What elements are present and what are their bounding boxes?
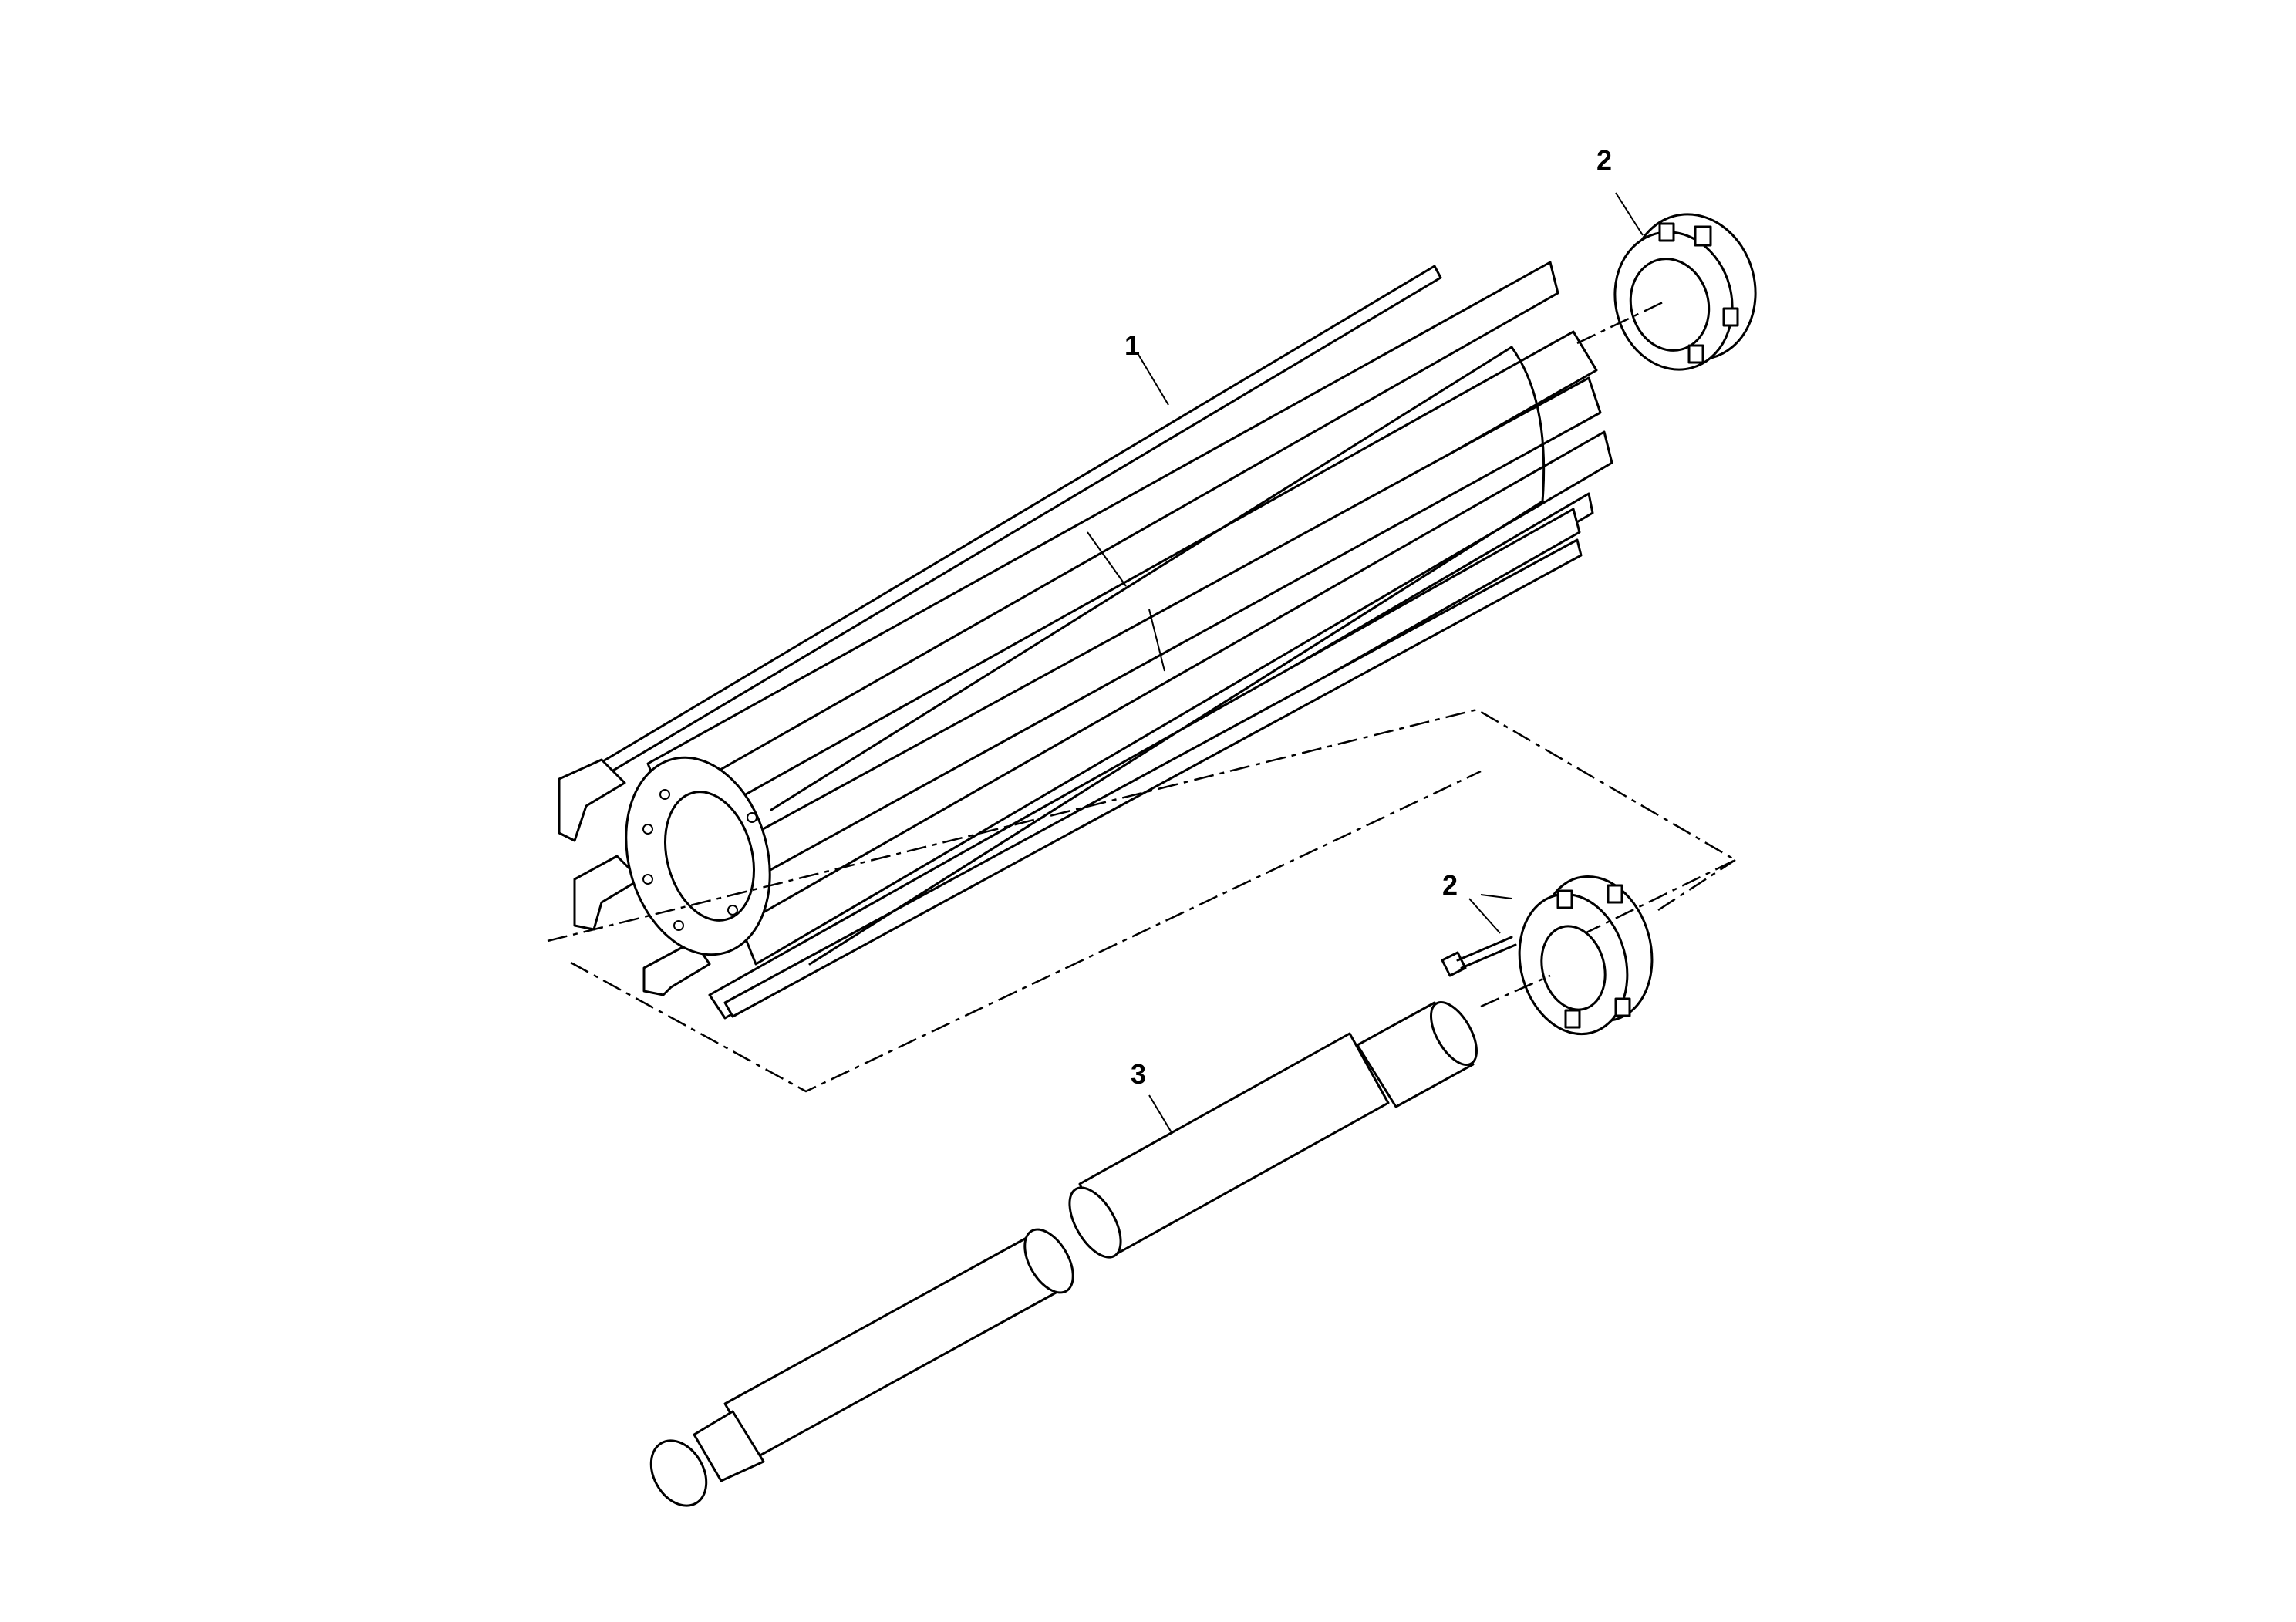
assembly-outline — [547, 708, 1738, 1093]
shaft — [649, 1001, 1478, 1507]
callout-1: 1 — [1124, 329, 1141, 361]
flange-hub-lower — [1441, 875, 1654, 1036]
callout-3: 3 — [1131, 1058, 1147, 1090]
callout-2-upper: 2 — [1596, 144, 1613, 176]
flange-hub-upper — [1576, 192, 1757, 371]
callout-2-lower: 2 — [1442, 869, 1458, 901]
rotor-drum — [558, 261, 1613, 1020]
